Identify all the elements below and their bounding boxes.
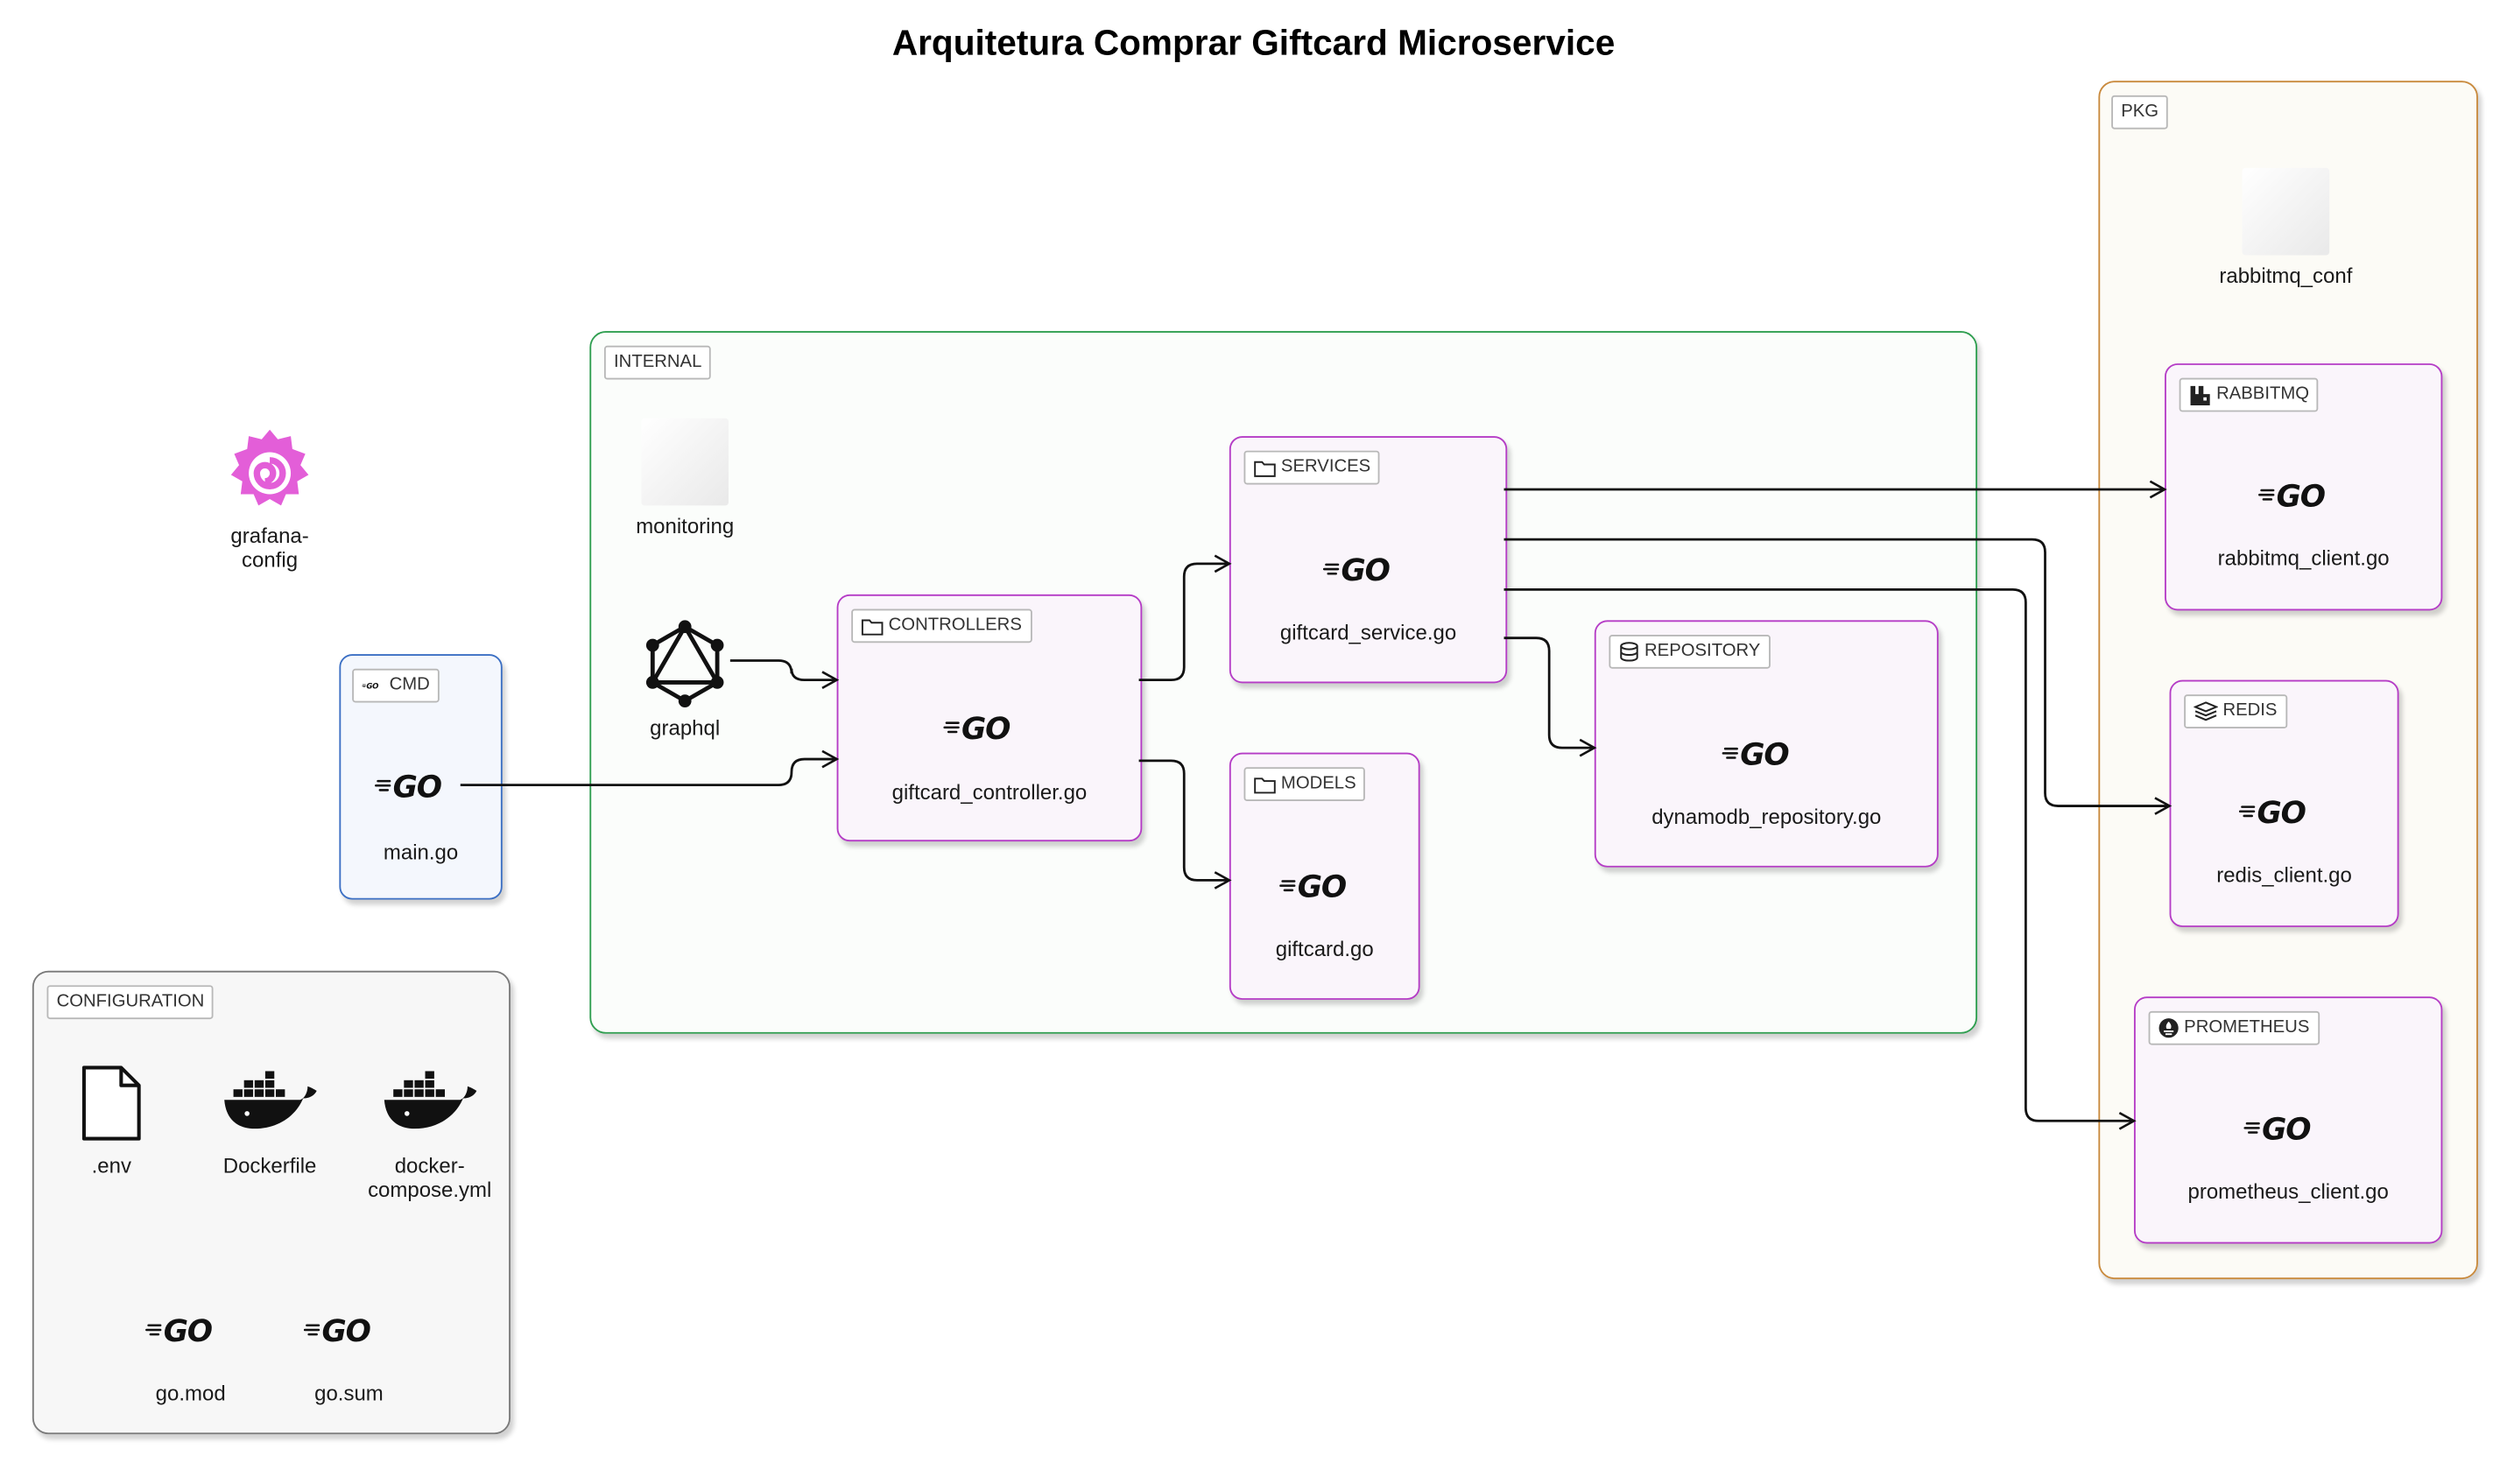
repository-module[interactable]: REPOSITORY dynamodb_repository.go — [1594, 620, 1939, 868]
redis-client-label: redis_client.go — [2216, 862, 2352, 887]
cmd-tag: CMD — [352, 668, 440, 703]
models-module[interactable]: MODELS giftcard.go — [1229, 752, 1420, 1000]
services-tag: SERVICES — [1243, 450, 1381, 485]
giftcard-service-label: giftcard_service.go — [1279, 620, 1457, 645]
graphql-label: graphql — [650, 715, 721, 740]
graphql-icon — [645, 620, 724, 708]
internal-tag: INTERNAL — [603, 345, 712, 380]
rabbitmq-conf-image — [2242, 167, 2330, 256]
arrow-graphql-to-controllers — [729, 659, 840, 690]
repository-tag: REPOSITORY — [1609, 635, 1771, 669]
rabbitmq-module[interactable]: RABBITMQ rabbitmq_client.go — [2165, 363, 2443, 611]
database-icon — [1620, 642, 1638, 662]
giftcard-go-label: giftcard.go — [1275, 936, 1374, 961]
rabbitmq-icon — [2190, 384, 2210, 405]
arrow-controllers-to-models — [1138, 759, 1232, 890]
grafana-icon — [230, 429, 309, 506]
go-mod-label: go.mod — [155, 1381, 226, 1405]
arrow-services-to-redis — [1503, 538, 2172, 815]
prometheus-tag: PROMETHEUS — [2148, 1010, 2320, 1045]
grafana-config-label: grafana-config — [230, 523, 309, 573]
dockerfile-label: Dockerfile — [222, 1153, 317, 1178]
pkg-tag: PKG — [2111, 95, 2169, 130]
prometheus-client-label: prometheus_client.go — [2187, 1178, 2389, 1204]
configuration-group: CONFIGURATION — [32, 970, 511, 1435]
configuration-tag: CONFIGURATION — [46, 985, 215, 1020]
arrow-services-to-prometheus — [1503, 587, 2137, 1130]
redis-tag: REDIS — [2184, 694, 2287, 729]
env-label: .env — [91, 1153, 131, 1178]
arrow-cmd-to-controllers — [460, 749, 840, 786]
services-module[interactable]: SERVICES giftcard_service.go — [1229, 436, 1508, 684]
rabbitmq-tag: RABBITMQ — [2179, 377, 2320, 412]
redis-icon — [2194, 701, 2218, 721]
rabbitmq-client-label: rabbitmq_client.go — [2217, 545, 2390, 571]
dynamodb-repository-label: dynamodb_repository.go — [1651, 804, 1882, 829]
go-sum-label: go.sum — [314, 1381, 384, 1405]
controllers-tag: CONTROLLERS — [851, 608, 1032, 644]
main-go-label: main.go — [383, 840, 459, 864]
models-tag: MODELS — [1243, 767, 1366, 802]
prometheus-icon — [2158, 1018, 2179, 1038]
cmd-module[interactable]: CMD main.go — [339, 654, 503, 900]
arrow-controllers-to-services — [1138, 554, 1232, 682]
monitoring-label: monitoring — [636, 513, 735, 538]
rabbitmq-conf-label: rabbitmq_conf — [2219, 263, 2353, 288]
giftcard-controller-label: giftcard_controller.go — [891, 780, 1088, 805]
docker-compose-label: docker-compose.yml — [368, 1153, 492, 1202]
diagram-title: Arquitetura Comprar Giftcard Microservic… — [891, 22, 1616, 63]
controllers-module[interactable]: CONTROLLERS giftcard_controller.go — [836, 594, 1143, 842]
prometheus-module[interactable]: PROMETHEUS prometheus_client.go — [2133, 996, 2443, 1244]
monitoring-image — [641, 418, 729, 506]
redis-module[interactable]: REDIS redis_client.go — [2169, 679, 2399, 927]
arrow-services-to-repository — [1503, 637, 1597, 757]
file-icon — [81, 1066, 141, 1141]
